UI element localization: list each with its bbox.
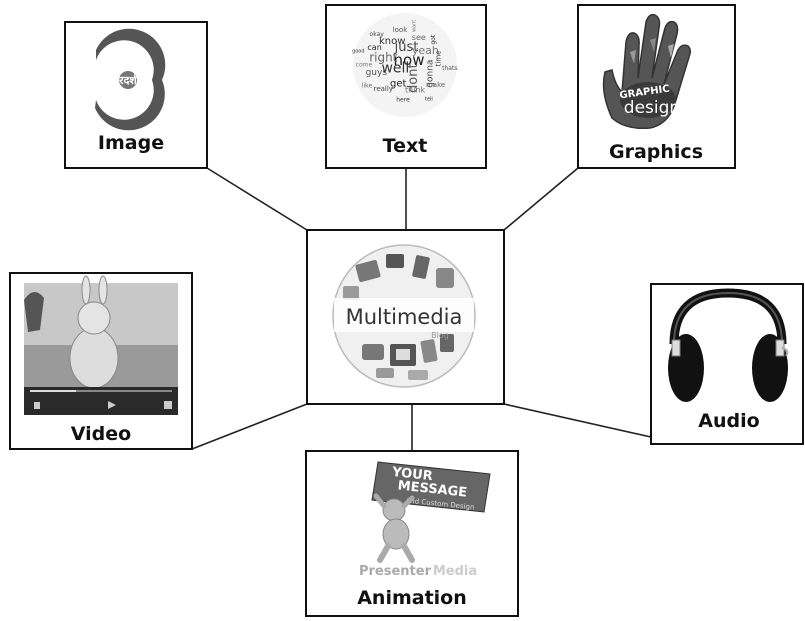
- media-word: Media: [433, 564, 477, 579]
- word-cloud-word: thats: [442, 65, 457, 72]
- design-word: design: [624, 98, 680, 118]
- node-text-label: Text: [383, 135, 428, 157]
- word-cloud-word: got: [430, 34, 437, 44]
- multimedia-sphere-icon: Multimedia Blog: [332, 244, 476, 388]
- word-cloud-word: just: [394, 40, 419, 55]
- node-graphics: GRAPHIC design Graphics: [577, 4, 736, 169]
- word-cloud-word: can: [367, 43, 381, 52]
- word-cloud-word: know: [379, 36, 405, 47]
- word-cloud-word: okay: [370, 31, 385, 38]
- sign-word-message: MESSAGE: [397, 478, 468, 500]
- word-cloud-word: here: [396, 97, 410, 104]
- word-cloud-word: dont: [406, 63, 421, 93]
- word-cloud-word: yeah: [412, 44, 439, 57]
- node-audio: Audio: [650, 283, 804, 445]
- word-cloud-word: come: [356, 61, 373, 68]
- presenter-word: Presenter: [359, 564, 432, 579]
- word-cloud-word: make: [426, 81, 445, 89]
- word-cloud-word: see: [412, 33, 426, 42]
- node-center: Multimedia Blog: [306, 229, 505, 405]
- node-video: Video: [9, 272, 193, 450]
- connector-video: [191, 403, 308, 450]
- word-cloud-word: look: [393, 26, 409, 34]
- word-cloud-word: guys: [366, 68, 388, 78]
- connector-audio: [503, 403, 652, 438]
- doordarshan-logo-icon: दूरदर्शन: [68, 28, 166, 131]
- word-cloud-word: think: [405, 86, 426, 95]
- node-image: दूरदर्शन Image: [64, 21, 208, 169]
- connectors: [191, 167, 652, 451]
- sign-word-your: YOUR: [390, 465, 433, 484]
- doordarshan-text: दूरदर्शन: [112, 73, 144, 88]
- word-cloud-word: get: [390, 78, 407, 89]
- word-cloud-word: really: [374, 85, 393, 93]
- node-audio-label: Audio: [698, 410, 759, 432]
- word-cloud-word: tell: [425, 97, 433, 103]
- center-label: Multimedia: [346, 305, 463, 329]
- word-cloud-word: time: [435, 50, 443, 66]
- node-animation-label: Animation: [357, 587, 467, 609]
- node-video-label: Video: [71, 423, 131, 445]
- center-sub-label: Blog: [431, 331, 449, 340]
- node-image-label: Image: [98, 132, 164, 154]
- node-graphics-label: Graphics: [609, 141, 703, 163]
- sign-carrying-figure-icon: YOUR MESSAGE and Custom Design Presenter…: [359, 461, 491, 579]
- video-player-icon: [24, 275, 178, 415]
- node-animation: YOUR MESSAGE and Custom Design Presenter…: [305, 450, 519, 617]
- word-cloud-word: good: [352, 48, 364, 54]
- word-cloud-word: now: [394, 51, 425, 69]
- painted-hand-icon: GRAPHIC design: [602, 13, 692, 130]
- word-cloud-word: right: [369, 51, 397, 65]
- connector-image: [206, 167, 308, 231]
- connector-graphics: [503, 167, 579, 231]
- word-cloud-word: gonna: [426, 60, 436, 88]
- word-cloud-word: well: [381, 61, 409, 77]
- headphones-icon: [668, 288, 789, 402]
- word-cloud-word: want: [411, 20, 417, 32]
- word-cloud-word: like: [362, 82, 373, 89]
